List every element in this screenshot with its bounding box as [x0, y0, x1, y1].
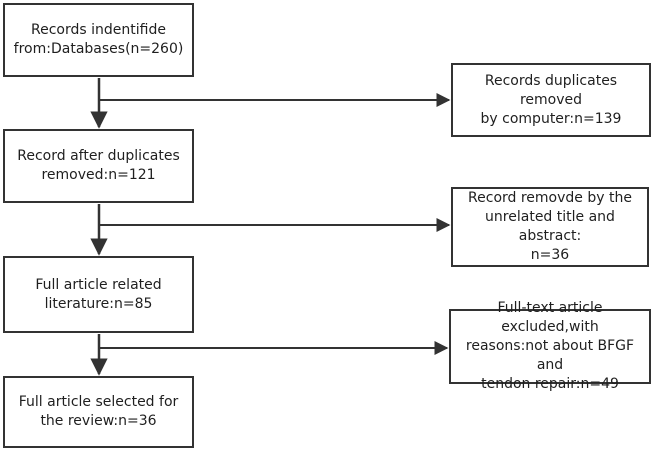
fulltext-excluded-text: Full-text article excluded,with reasons:… — [465, 300, 635, 392]
title-abstract-excluded-box: Record removde by the unrelated title an… — [451, 187, 649, 267]
title-abstract-excluded-text: Record removde by the unrelated title an… — [468, 190, 632, 263]
duplicates-removed-text: Records duplicates removed by computer:n… — [480, 72, 622, 127]
full-article-related-box: Full article related literature:n=85 — [3, 256, 194, 333]
records-identified-box: Records indentifide from:Databases(n=260… — [3, 3, 194, 77]
full-article-selected-box: Full article selected for the review:n=3… — [3, 376, 194, 448]
full-article-selected-text: Full article selected for the review:n=3… — [18, 394, 179, 429]
records-identified-text: Records indentifide from:Databases(n=260… — [13, 22, 184, 57]
after-duplicates-box: Record after duplicates removed:n=121 — [3, 129, 194, 203]
full-article-related-text: Full article related literature:n=85 — [35, 276, 162, 312]
after-duplicates-text: Record after duplicates removed:n=121 — [17, 148, 180, 183]
fulltext-excluded-box: Full-text article excluded,with reasons:… — [449, 300, 651, 392]
duplicates-removed-box: Records duplicates removed by computer:n… — [451, 63, 651, 137]
